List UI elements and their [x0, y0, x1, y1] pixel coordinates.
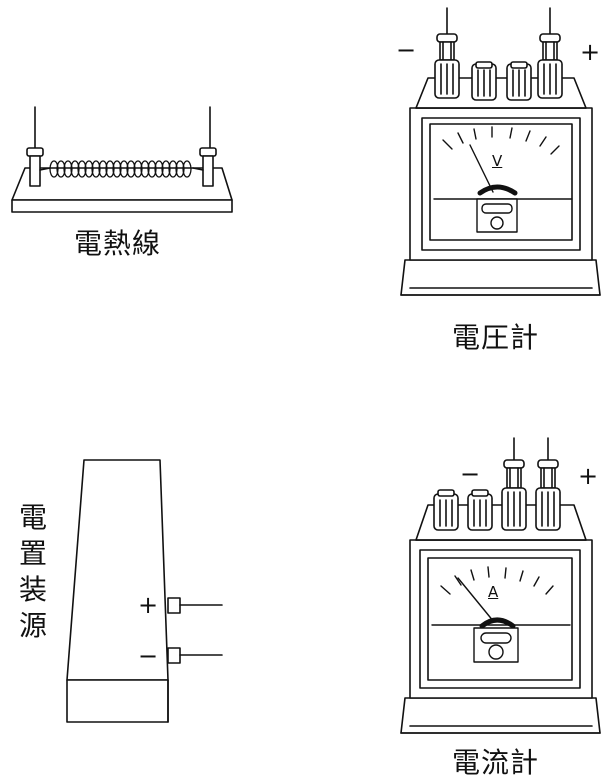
power-minus-sign: − [138, 642, 159, 670]
voltmeter-apparatus [400, 7, 601, 296]
power-plus-sign: + [138, 591, 159, 619]
ammeter-plus-sign: + [578, 462, 599, 490]
power-plus-terminal [167, 597, 181, 614]
power-supply-apparatus [66, 459, 223, 723]
voltmeter-label: 電圧計 [452, 321, 540, 354]
coil-lead-left [39, 167, 51, 171]
power-supply-label-char: 装 [18, 573, 47, 606]
ammeter-dial-letter: A [488, 583, 499, 601]
power-supply-label-char: 源 [18, 609, 47, 642]
ammeter-dial [431, 566, 571, 663]
voltmeter-minus-sign: − [396, 36, 417, 64]
voltmeter-dial-letter: V [492, 152, 503, 170]
ammeter-apparatus [400, 437, 601, 734]
heating-wire-apparatus [11, 106, 233, 213]
power-minus-terminal [167, 647, 181, 664]
voltmeter-terminals [434, 33, 563, 101]
ammeter-minus-sign: − [460, 460, 481, 488]
voltmeter-plus-sign: + [580, 38, 601, 66]
heating-coil [49, 160, 192, 178]
voltmeter-dial [433, 126, 573, 233]
ammeter-label: 電流計 [452, 746, 540, 779]
voltmeter-needle [469, 144, 494, 193]
ammeter-terminals [433, 459, 561, 531]
power-supply-label: 電 置 装 源 [16, 500, 50, 644]
coil-lead-right [192, 167, 204, 171]
heating-wire-label: 電熱線 [74, 227, 162, 260]
power-supply-label-char: 電 [18, 501, 47, 534]
power-supply-label-char: 置 [18, 537, 47, 570]
ammeter-needle [457, 577, 495, 623]
